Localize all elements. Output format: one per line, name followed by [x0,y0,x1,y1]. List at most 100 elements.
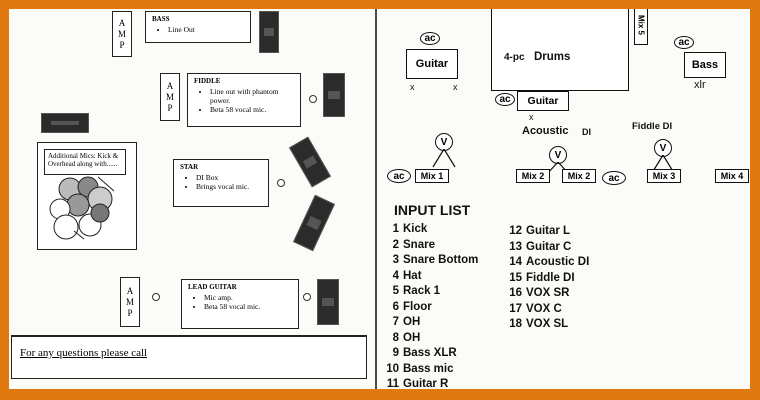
x-mark: x [410,82,415,92]
input-channel-number: 14 [509,256,522,268]
drum-kit-graphic [49,176,115,240]
input-list-item: 4 Hat [381,269,478,285]
fiddle-title: FIDDLE [194,77,221,85]
ac-outlet: ac [420,32,440,45]
star-box: STAR DI Box Brings vocal mic. [173,159,269,207]
input-channel-number: 6 [392,300,399,313]
drum-riser: 4-pc Drums [491,9,629,91]
input-channel-number: 11 [386,378,399,389]
input-channel-number: 10 [386,362,399,375]
ac-label: ac [608,172,620,184]
mic-stand-circle [309,95,317,103]
bass-box: BASS Line Out [145,11,251,43]
input-channel-number: 7 [392,316,399,328]
amp-letter: P [119,39,125,50]
input-source-name: OH [403,331,421,344]
acoustic-di-label: DI [582,127,591,137]
lead-guitar-title: LEAD GUITAR [188,283,237,291]
ac-label: ac [678,37,690,48]
input-source-name: VOX SR [526,287,570,299]
mix-label: Mix 4 [720,171,744,181]
guitar-amp-center: Guitar [517,91,569,111]
mix-wedge-4: Mix 4 [715,169,749,183]
input-channel-number: 16 [509,287,522,299]
guitar-center-label: Guitar [527,95,559,107]
input-list-item: 10 Bass mic [381,362,478,378]
lead-guitar-amp: A M P [120,277,140,327]
star-monitor-2 [293,194,335,252]
input-source-name: Acoustic DI [526,256,590,268]
input-list-item: 11 Guitar R [381,377,478,389]
input-source-name: Snare [403,238,435,251]
ac-outlet: ac [387,169,411,183]
input-list-title: INPUT LIST [394,202,471,218]
star-list: DI Box Brings vocal mic. [180,173,262,191]
list-item: Brings vocal mic. [196,182,262,191]
mix-wedge-2: Mix 2 [516,169,550,183]
list-item: Beta 58 vocal mic. [210,105,294,114]
input-source-name: Fiddle DI [526,271,575,284]
amp-letter: M [125,296,134,307]
list-item: Mic amp. [204,293,292,302]
vocal-mic-icon: V [654,139,672,157]
input-channel-number: 12 [509,225,522,237]
input-list-item: 16 VOX SR [504,286,589,302]
vocal-mic-icon: V [549,146,567,164]
page-divider [375,9,377,389]
input-source-name: Guitar R [403,378,449,389]
ac-label: ac [499,94,511,105]
drums-note-text: Additional Mics: Kick & Overhead along w… [48,152,119,168]
amp-letter: A [126,285,134,296]
bass-amp: A M P [112,11,132,57]
amp-letter: M [165,91,174,102]
list-item: DI Box [196,173,262,182]
mix-label: Mix 2 [521,171,545,181]
input-source-name: Guitar L [526,225,571,237]
lead-guitar-list: Mic amp. Beta 58 vocal mic. [188,293,292,311]
ac-label: ac [424,33,436,44]
input-channel-number: 18 [509,318,522,330]
amp-letter: A [118,17,126,28]
amp-letter: M [117,28,126,39]
fiddle-list: Line out with phantom power. Beta 58 voc… [194,87,294,114]
bass-list: Line Out [152,25,244,34]
mic-stand-legs [432,149,456,168]
lead-guitar-box: LEAD GUITAR Mic amp. Beta 58 vocal mic. [181,279,299,329]
mic-stand-circle [277,179,285,187]
mix-wedge-1: Mix 1 [415,169,449,183]
ac-outlet: ac [495,93,515,106]
bass-monitor [259,11,279,53]
amp-letter: P [127,307,133,318]
input-list-item: 12 Guitar L [504,224,589,240]
drums-label: Drums [534,51,571,63]
v-label: V [440,136,448,148]
input-list-item: 15 Fiddle DI [504,271,589,287]
input-source-name: VOX C [526,302,562,315]
mix-wedge-2b: Mix 2 [562,169,596,183]
input-channel-number: 15 [509,271,522,284]
mix-label: Mix 1 [420,171,444,181]
mix5-label: Mix 5 [636,14,646,35]
input-source-name: Hat [403,269,422,282]
input-source-name: VOX SL [526,318,569,330]
mix-wedge-3: Mix 3 [647,169,681,183]
input-channel-number: 13 [509,240,522,253]
mix-label: Mix 3 [652,171,676,181]
input-channel-number: 4 [392,269,399,282]
ac-outlet: ac [674,36,694,49]
fiddle-amp: A M P [160,73,180,121]
guitar-left-label: Guitar [415,58,449,70]
fiddle-monitor [323,73,345,117]
input-source-name: Bass mic [403,362,454,375]
mix5-box: Mix 5 [634,9,648,45]
ac-outlet: ac [602,171,626,185]
star-monitor [288,136,332,188]
document-page: A M P BASS Line Out A M P FIDDLE Line ou… [9,9,750,389]
input-channel-number: 3 [392,254,399,266]
